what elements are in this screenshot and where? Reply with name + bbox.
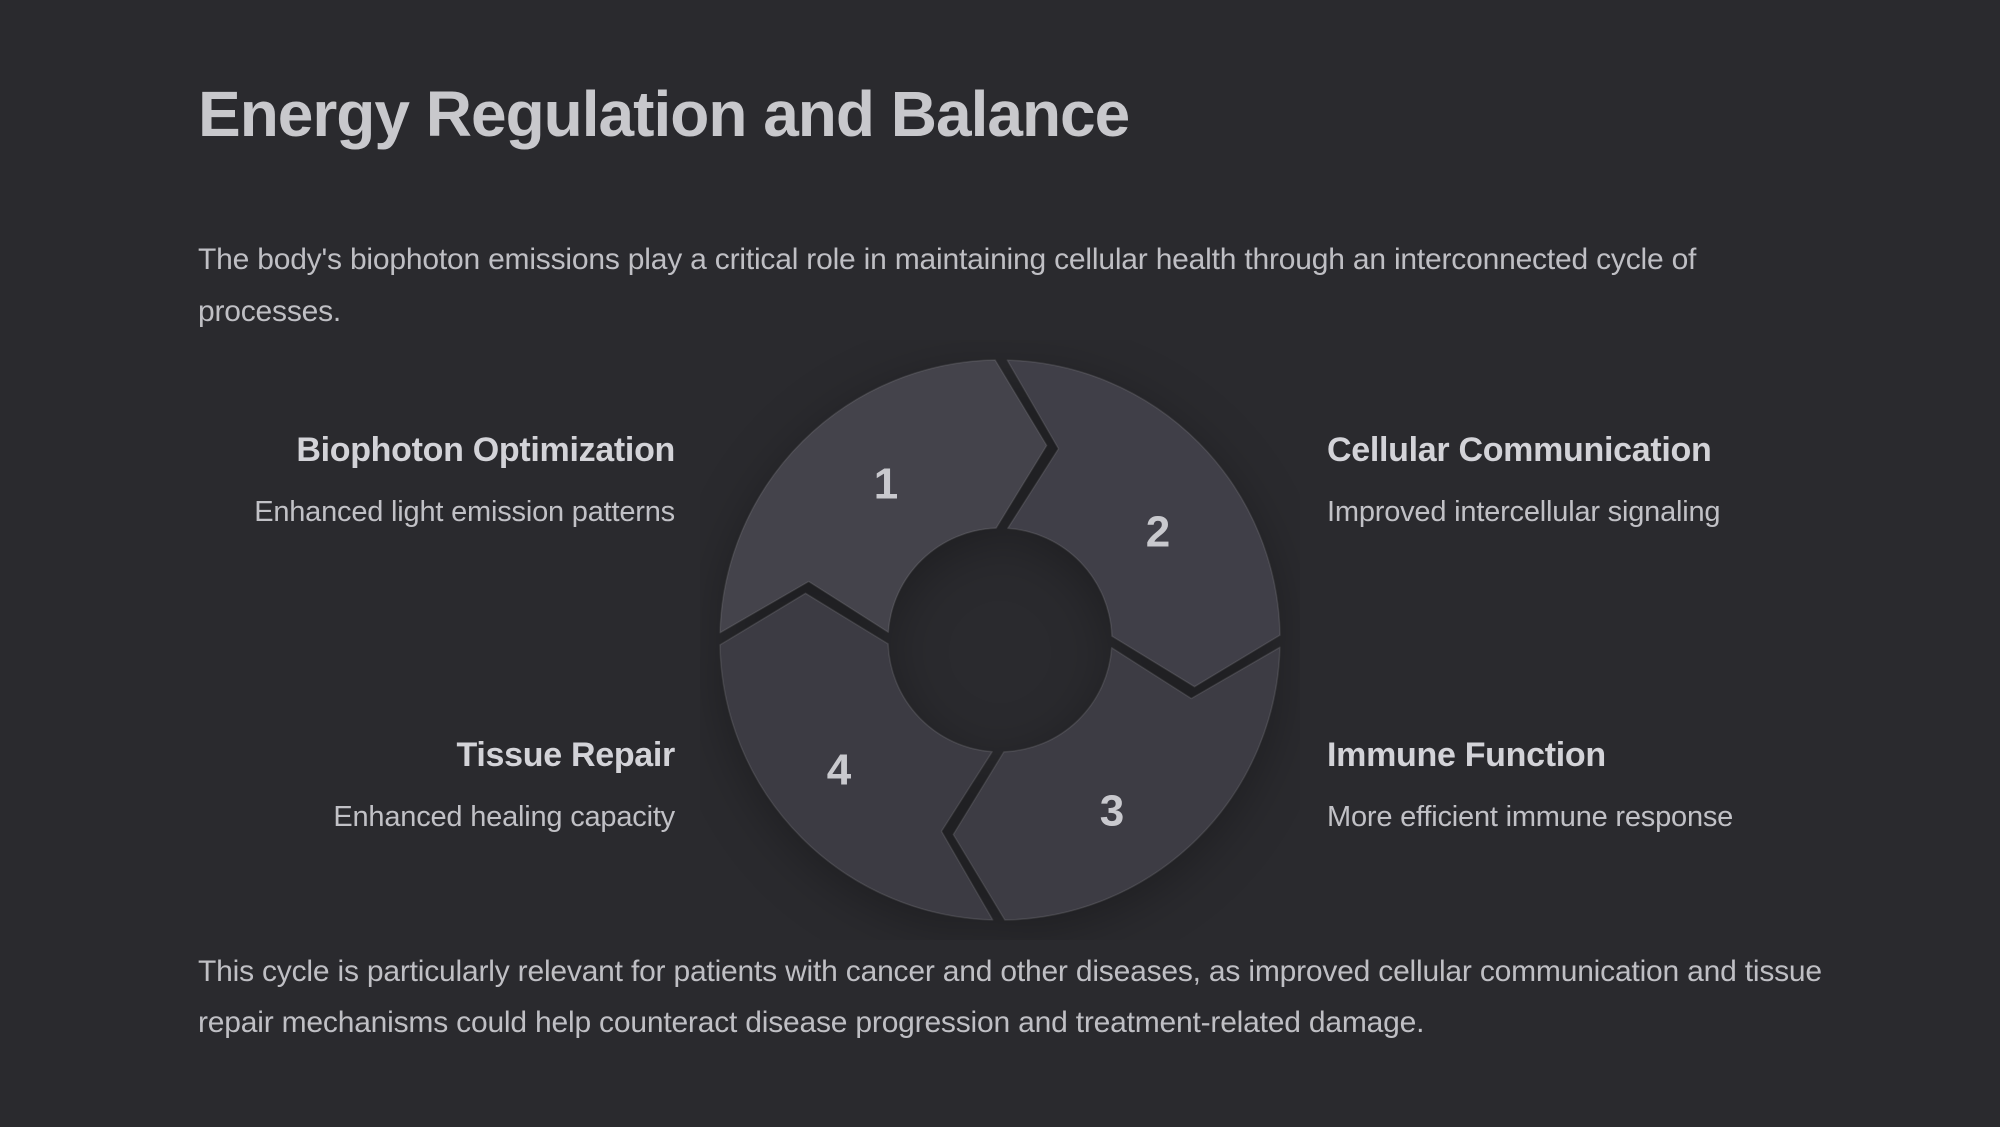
segment-3-number: 3 (1100, 787, 1124, 836)
step-title-immune-function: Immune Function (1327, 736, 1606, 774)
cycle-segment-1 (719, 359, 1048, 634)
footer-text: This cycle is particularly relevant for … (198, 955, 1822, 1039)
cycle-segment-3 (952, 646, 1281, 921)
step-label-biophoton-optimization: Biophoton Optimization Enhanced light em… (115, 430, 675, 530)
cycle-segment-2 (1006, 359, 1281, 688)
cycle-segments (719, 359, 1281, 921)
intro-text: The body's biophoton emissions play a cr… (198, 243, 1697, 328)
step-label-immune-function: Immune Function More efficient immune re… (1327, 735, 1887, 835)
step-title-tissue-repair: Tissue Repair (456, 736, 676, 774)
segment-4-number: 4 (827, 746, 852, 795)
step-description-cellular-communication: Improved intercellular signaling (1327, 496, 1721, 528)
step-title-cellular-communication: Cellular Communication (1327, 431, 1712, 469)
step-description-immune-function: More efficient immune response (1327, 801, 1734, 833)
page-title: Energy Regulation and Balance (198, 78, 1130, 150)
step-label-tissue-repair: Tissue Repair Enhanced healing capacity (115, 735, 675, 835)
segment-1-number: 1 (874, 460, 898, 509)
step-description-biophoton-optimization: Enhanced light emission patterns (254, 496, 675, 528)
cycle-segment-4 (719, 592, 994, 921)
cycle-segment-numbers: 1 2 3 4 (827, 460, 1170, 836)
step-label-cellular-communication: Cellular Communication Improved intercel… (1327, 430, 1887, 530)
cycle-diagram: 1 2 3 4 (719, 359, 1281, 921)
segment-2-number: 2 (1146, 508, 1170, 557)
step-title-biophoton-optimization: Biophoton Optimization (296, 431, 675, 469)
step-description-tissue-repair: Enhanced healing capacity (333, 801, 675, 833)
